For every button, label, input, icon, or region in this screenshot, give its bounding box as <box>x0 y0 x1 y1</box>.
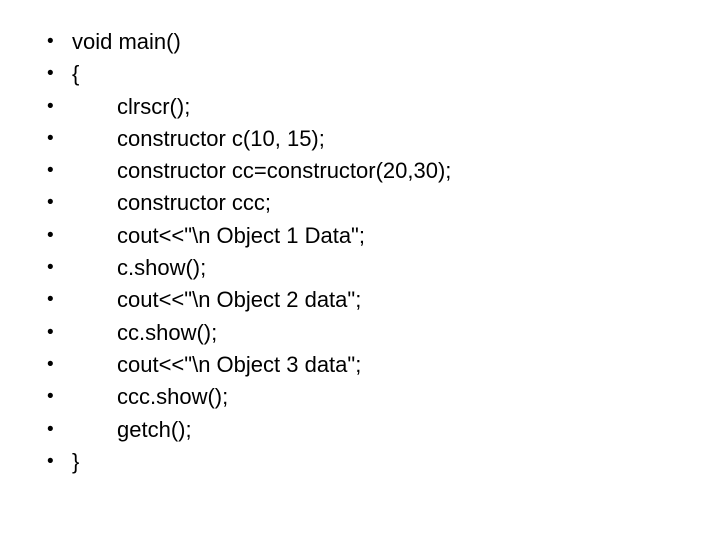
bullet-icon: • <box>47 224 54 246</box>
code-line-text: constructor c(10, 15); <box>117 125 325 151</box>
bullet-icon: • <box>47 63 54 85</box>
code-line: •{ <box>0 58 720 90</box>
bullet-icon: • <box>47 450 54 472</box>
code-line-text: cout<<"\n Object 1 Data"; <box>117 222 365 248</box>
code-line: • constructor ccc; <box>0 187 720 219</box>
code-line: • cout<<"\n Object 2 data"; <box>0 284 720 316</box>
code-line-text: c.show(); <box>117 255 207 281</box>
bullet-icon: • <box>47 31 54 52</box>
code-line: • constructor cc=constructor(20,30); <box>0 155 720 187</box>
bullet-icon: • <box>47 95 54 117</box>
code-line-text: void main() <box>72 29 181 54</box>
bullet-icon: • <box>47 257 54 279</box>
bullet-icon: • <box>47 160 54 182</box>
code-line-text: cout<<"\n Object 3 data"; <box>117 351 362 377</box>
code-line-text: } <box>72 448 80 474</box>
bullet-icon: • <box>47 418 54 440</box>
code-line-text: cout<<"\n Object 2 data"; <box>117 287 362 313</box>
code-line: • cc.show(); <box>0 317 720 349</box>
code-line: • getch(); <box>0 414 720 446</box>
code-line: • clrscr(); <box>0 91 720 123</box>
bullet-icon: • <box>47 192 54 214</box>
code-line: • cout<<"\n Object 3 data"; <box>0 349 720 381</box>
code-line: • constructor c(10, 15); <box>0 123 720 155</box>
code-list: •void main()•{•clrscr();•constructor c(1… <box>0 26 720 478</box>
code-line-text: cc.show(); <box>117 319 218 345</box>
bullet-icon: • <box>47 289 54 311</box>
bullet-icon: • <box>47 353 54 375</box>
code-line-text: constructor cc=constructor(20,30); <box>117 158 452 184</box>
code-line-text: ccc.show(); <box>117 384 229 410</box>
code-line-text: constructor ccc; <box>117 190 272 216</box>
code-line: • ccc.show(); <box>0 381 720 413</box>
code-line: • c.show(); <box>0 252 720 284</box>
code-line-text: clrscr(); <box>117 93 191 119</box>
bullet-icon: • <box>47 386 54 408</box>
code-line: • void main() <box>0 26 720 58</box>
bullet-icon: • <box>47 127 54 149</box>
code-line-text: { <box>72 61 80 87</box>
code-line-text: getch(); <box>117 416 192 442</box>
code-line: •} <box>0 446 720 478</box>
bullet-icon: • <box>47 321 54 343</box>
code-line: • cout<<"\n Object 1 Data"; <box>0 220 720 252</box>
